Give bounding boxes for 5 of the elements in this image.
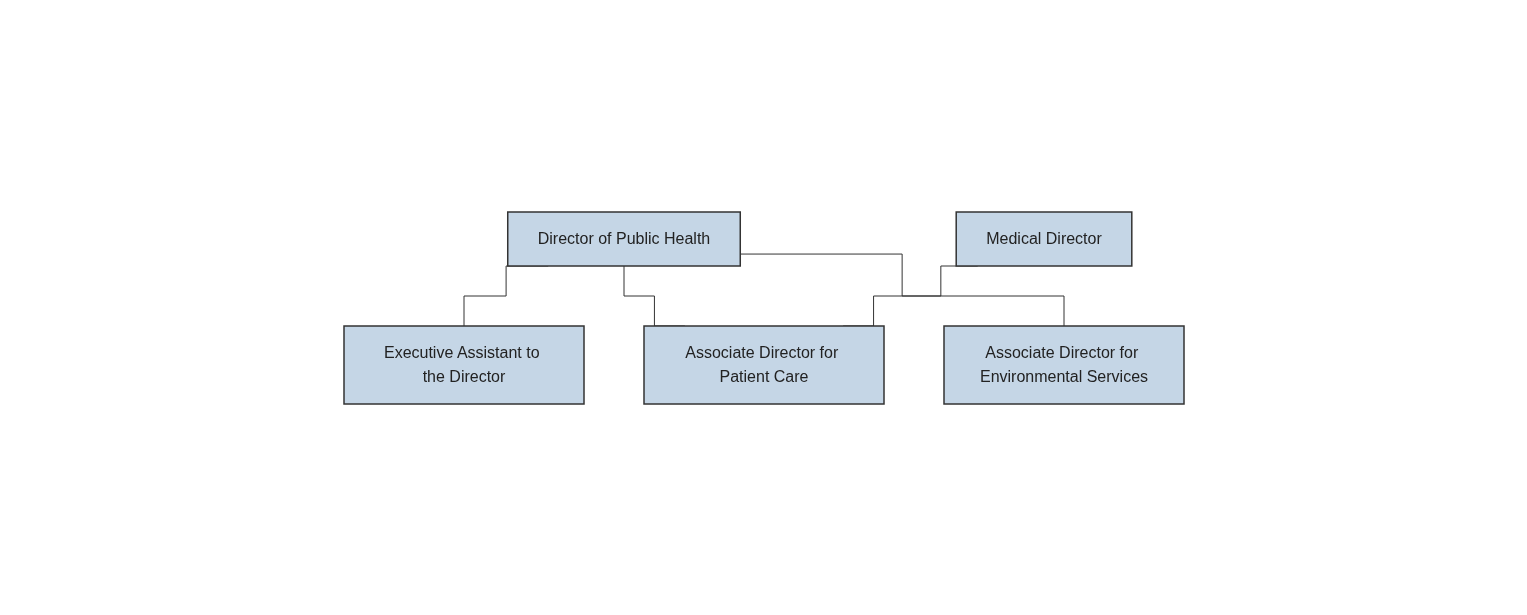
node-box: Associate Director for Patient Care [642, 324, 885, 405]
node-box: Medical Director [954, 210, 1133, 267]
node-box: Executive Assistant to the Director [342, 324, 585, 405]
node-box: Associate Director for Environmental Services [942, 324, 1185, 405]
node-box: Director of Public Health [506, 210, 741, 267]
